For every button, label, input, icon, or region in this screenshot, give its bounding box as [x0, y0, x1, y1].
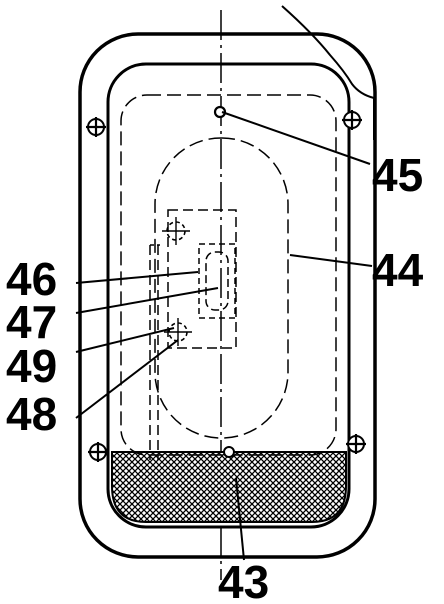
- leader-47: [75, 287, 219, 314]
- leader-45: [221, 111, 371, 165]
- dashed-cover-outline: [120, 94, 337, 456]
- leader-43: [235, 477, 245, 561]
- label-43: 43: [218, 556, 269, 604]
- leader-44: [289, 254, 373, 267]
- inner-frame: [106, 62, 351, 529]
- label-47: 47: [6, 296, 57, 348]
- screw-top-left: [86, 117, 106, 137]
- leader-46: [75, 271, 199, 284]
- upper-knob: [162, 217, 190, 245]
- slot: [205, 251, 229, 311]
- break-line: [281, 5, 375, 140]
- label-45: 45: [372, 149, 423, 201]
- slot-guide: [198, 243, 236, 319]
- screw-top-right: [342, 110, 362, 130]
- label-44: 44: [372, 244, 424, 296]
- label-49: 49: [6, 340, 57, 392]
- lower-knob: [164, 318, 192, 346]
- screw-bottom-left: [88, 442, 108, 462]
- filter-mesh: [111, 451, 347, 523]
- bottom-pivot: [223, 446, 235, 458]
- label-46: 46: [6, 253, 57, 305]
- leader-48: [75, 339, 179, 419]
- dashed-bracket: [167, 209, 237, 349]
- outer-frame: [78, 32, 377, 559]
- dashed-opening: [154, 137, 289, 439]
- label-48: 48: [6, 388, 57, 440]
- screw-bottom-right: [346, 434, 366, 454]
- leader-49: [75, 327, 175, 353]
